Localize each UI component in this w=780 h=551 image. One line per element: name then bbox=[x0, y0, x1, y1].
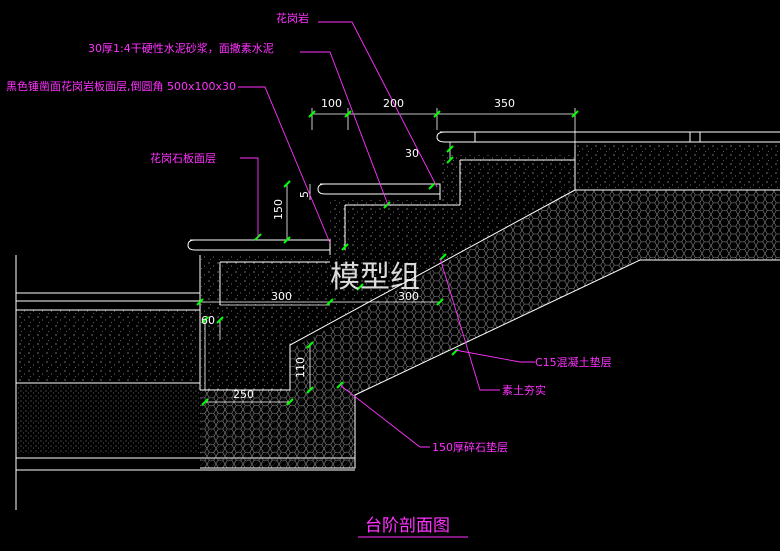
label-granite: 花岗岩 bbox=[276, 11, 309, 25]
dimension-ticks bbox=[196, 110, 579, 406]
dim-30: 30 bbox=[405, 147, 419, 160]
label-granite-slab: 花岗石板面层 bbox=[150, 151, 216, 165]
label-gravel: 150厚碎石垫层 bbox=[432, 440, 508, 454]
label-c15: C15混凝土垫层 bbox=[535, 355, 612, 369]
label-soil: 素土夯实 bbox=[502, 383, 546, 397]
label-black-granite: 黑色锤凿面花岗岩板面层,倒圆角 500x100x30 bbox=[6, 79, 236, 93]
dim-300-right: 300 bbox=[398, 290, 419, 303]
left-pavement bbox=[15, 292, 201, 384]
dim-300-left: 300 bbox=[271, 290, 292, 303]
dim-5: 5 bbox=[298, 191, 311, 198]
dim-250: 250 bbox=[233, 388, 254, 401]
dim-350: 350 bbox=[494, 97, 515, 110]
gravel-layer bbox=[200, 190, 780, 469]
material-labels: 花岗岩 30厚1:4干硬性水泥砂浆，面撒素水泥 黑色锤凿面花岗岩板面层,倒圆角 … bbox=[6, 11, 612, 454]
stair-slabs bbox=[187, 131, 780, 255]
drawing-title-text: 台阶剖面图 bbox=[365, 516, 450, 536]
drawing-title: 台阶剖面图 bbox=[358, 516, 468, 538]
watermark: 模型组 bbox=[330, 260, 420, 295]
dimension-lines bbox=[200, 108, 576, 403]
leader-lines bbox=[238, 21, 535, 448]
dim-60: 60 bbox=[201, 314, 215, 327]
dim-200: 200 bbox=[383, 97, 404, 110]
dim-110: 110 bbox=[294, 357, 307, 378]
label-mortar: 30厚1:4干硬性水泥砂浆，面撒素水泥 bbox=[88, 41, 274, 55]
dim-150: 150 bbox=[272, 199, 285, 220]
concrete-body bbox=[199, 145, 780, 391]
dim-100: 100 bbox=[321, 97, 342, 110]
dimension-values: 100 200 350 30 5 150 300 300 60 110 250 bbox=[201, 97, 515, 401]
